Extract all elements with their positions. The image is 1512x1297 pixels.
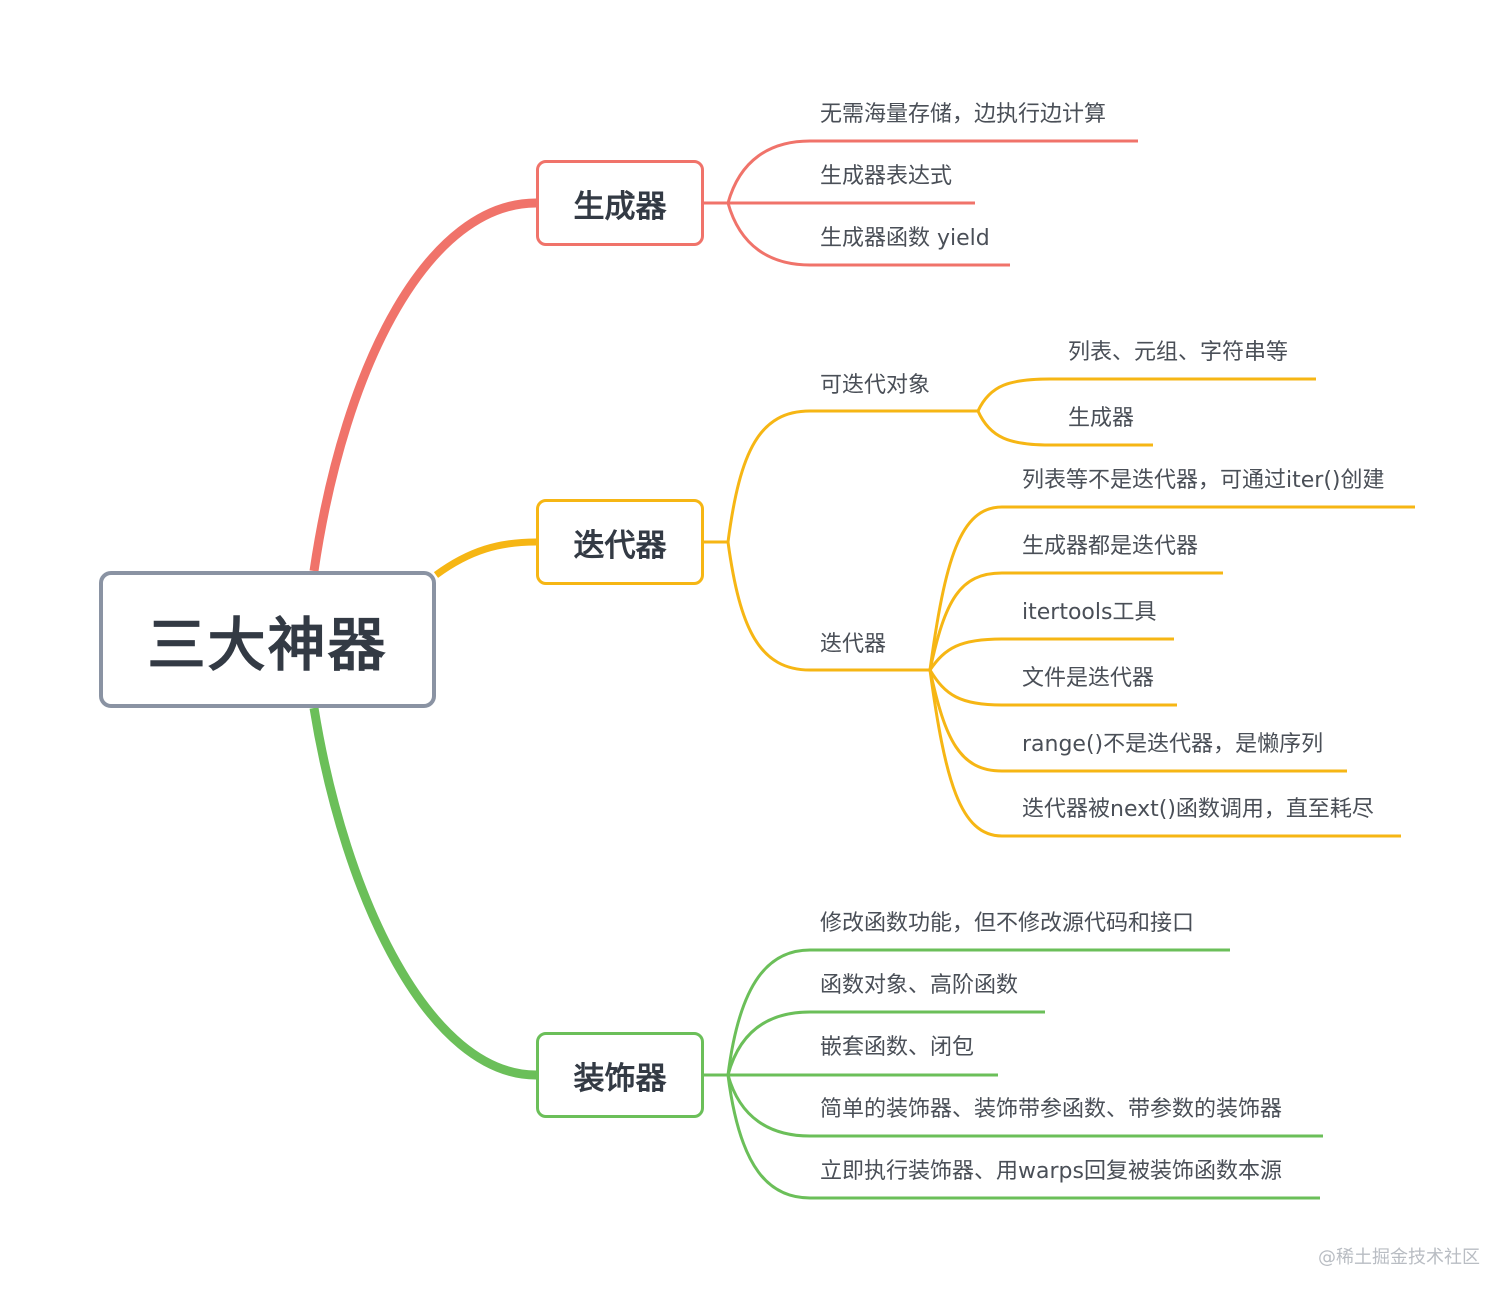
iterator-leaf-3[interactable]: itertools工具 [1022, 600, 1157, 625]
decorator-leaf-2[interactable]: 函数对象、高阶函数 [820, 973, 1019, 998]
iterator-leaf-5[interactable]: range()不是迭代器，是懒序列 [1022, 732, 1324, 757]
connector-root-iterator [433, 538, 537, 578]
decorator-leaf-5[interactable]: 立即执行装饰器、用warps回复被装饰函数本源 [820, 1159, 1282, 1184]
iterator-node[interactable]: 迭代器 [820, 632, 887, 657]
iterator-leaf-4[interactable]: 文件是迭代器 [1022, 666, 1155, 691]
branch-decorator[interactable]: 装饰器 [536, 1032, 704, 1118]
iterable-leaf-1[interactable]: 列表、元组、字符串等 [1068, 340, 1289, 365]
iterator-connectors [704, 377, 1415, 838]
iterator-leaf-2[interactable]: 生成器都是迭代器 [1022, 534, 1199, 559]
connector-root-generator [309, 198, 537, 572]
generator-leaf-2[interactable]: 生成器表达式 [820, 164, 953, 189]
decorator-leaf-1[interactable]: 修改函数功能，但不修改源代码和接口 [820, 911, 1195, 936]
generator-connectors [704, 139, 1138, 267]
connector-root-decorator [309, 707, 537, 1080]
root-node[interactable]: 三大神器 [99, 571, 436, 708]
iterator-leaf-6[interactable]: 迭代器被next()函数调用，直至耗尽 [1022, 797, 1374, 822]
decorator-leaf-3[interactable]: 嵌套函数、闭包 [820, 1035, 975, 1060]
branch-iterator[interactable]: 迭代器 [536, 499, 704, 585]
iterable-node[interactable]: 可迭代对象 [820, 373, 931, 398]
iterable-leaf-2[interactable]: 生成器 [1068, 406, 1135, 431]
generator-leaf-3[interactable]: 生成器函数 yield [820, 226, 990, 251]
generator-leaf-1[interactable]: 无需海量存储，边执行边计算 [820, 102, 1107, 127]
watermark: @稀土掘金技术社区 [1318, 1247, 1480, 1268]
decorator-leaf-4[interactable]: 简单的装饰器、装饰带参函数、带参数的装饰器 [820, 1097, 1283, 1122]
iterator-leaf-1[interactable]: 列表等不是迭代器，可通过iter()创建 [1022, 468, 1385, 493]
decorator-connectors [704, 948, 1323, 1200]
branch-generator[interactable]: 生成器 [536, 160, 704, 246]
